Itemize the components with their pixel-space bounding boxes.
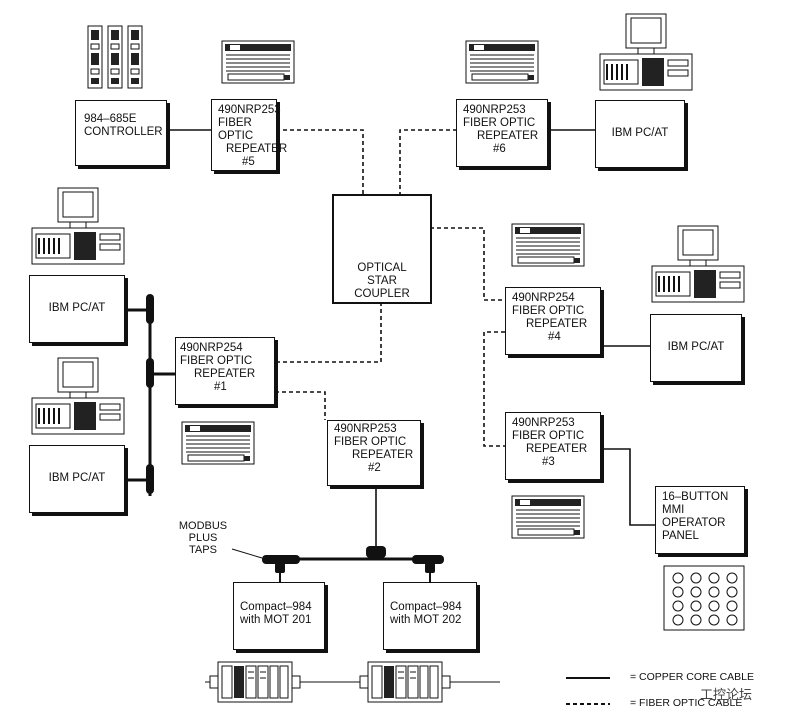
mmi-line-3: OPERATOR bbox=[662, 517, 726, 529]
controller-modules-icon bbox=[87, 25, 143, 89]
star-coupler-box: OPTICAL STAR COUPLER bbox=[332, 194, 432, 304]
pc-left-2-label: IBM PC/AT bbox=[48, 472, 106, 484]
mmi-line-4: PANEL bbox=[662, 530, 699, 542]
computer-icon bbox=[31, 187, 125, 265]
legend-copper-text: = COPPER CORE CABLE bbox=[630, 671, 754, 683]
repeater-3-box: 490NRP253 FIBER OPTIC REPEATER #3 bbox=[505, 412, 601, 480]
repeater-rack-icon bbox=[465, 40, 539, 84]
computer-icon bbox=[599, 13, 693, 91]
compact-202-line-2: with MOT 202 bbox=[390, 614, 462, 626]
left-bus bbox=[125, 296, 175, 496]
plc-rack-icon bbox=[359, 661, 451, 703]
legend-fiber-text: = FIBER OPTIC CABLE bbox=[630, 697, 743, 709]
computer-icon bbox=[31, 357, 125, 435]
pc-top-right-label: IBM PC/AT bbox=[611, 127, 669, 139]
repeater-5-line-2: FIBER OPTIC bbox=[218, 117, 254, 142]
repeater-rack-icon bbox=[221, 40, 295, 84]
pc-left-2-box: IBM PC/AT bbox=[29, 445, 125, 513]
controller-line-1: 984–685E bbox=[84, 113, 137, 125]
repeater-3-line-2: FIBER OPTIC bbox=[512, 430, 585, 442]
repeater-2-line-4: #2 bbox=[368, 462, 381, 474]
repeater-5-line-4: #5 bbox=[242, 156, 255, 168]
compact-201-line-1: Compact–984 bbox=[240, 601, 312, 613]
repeater-3-line-4: #3 bbox=[542, 456, 555, 468]
repeater-6-box: 490NRP253 FIBER OPTIC REPEATER #6 bbox=[456, 99, 548, 167]
keypad-icon bbox=[663, 565, 745, 631]
taps-line-3: TAPS bbox=[189, 544, 217, 556]
taps-line-2: PLUS bbox=[188, 532, 218, 544]
repeater-5-line-1: 490NRP253 bbox=[218, 104, 281, 116]
coupler-line-1: OPTICAL bbox=[357, 262, 407, 274]
repeater-3-line-3: REPEATER bbox=[526, 443, 588, 455]
compact-202-line-1: Compact–984 bbox=[390, 601, 462, 613]
taps-line-1: MODBUS bbox=[178, 520, 228, 532]
repeater-rack-icon bbox=[181, 421, 255, 465]
mmi-line-1: 16–BUTTON bbox=[662, 491, 729, 503]
pc-right-mid-box: IBM PC/AT bbox=[650, 314, 742, 382]
repeater-2-box: 490NRP253 FIBER OPTIC REPEATER #2 bbox=[327, 420, 421, 486]
pc-left-1-label: IBM PC/AT bbox=[48, 302, 106, 314]
modbus-bus bbox=[264, 548, 442, 582]
repeater-2-line-1: 490NRP253 bbox=[334, 423, 397, 435]
repeater-rack-icon bbox=[511, 223, 585, 267]
repeater-5-box: 490NRP253 FIBER OPTIC REPEATER #5 bbox=[211, 99, 288, 171]
pc-left-1-box: IBM PC/AT bbox=[29, 275, 125, 343]
repeater-4-line-4: #4 bbox=[548, 331, 561, 343]
repeater-4-box: 490NRP254 FIBER OPTIC REPEATER #4 bbox=[505, 287, 601, 355]
pc-right-mid-label: IBM PC/AT bbox=[667, 341, 725, 353]
controller-box: 984–685E CONTROLLER bbox=[75, 100, 167, 166]
mmi-panel-box: 16–BUTTON MMI OPERATOR PANEL bbox=[655, 486, 745, 554]
watermark-text: 工控论坛 bbox=[700, 687, 753, 702]
compact-984-202-box: Compact–984 with MOT 202 bbox=[383, 582, 477, 650]
mmi-line-2: MMI bbox=[662, 504, 685, 516]
repeater-6-line-2: FIBER OPTIC bbox=[463, 117, 536, 129]
compact-984-201-box: Compact–984 with MOT 201 bbox=[233, 582, 325, 650]
repeater-1-box: 490NRP254 FIBER OPTIC REPEATER #1 bbox=[175, 337, 275, 405]
repeater-4-line-2: FIBER OPTIC bbox=[512, 305, 585, 317]
controller-line-2: CONTROLLER bbox=[84, 126, 163, 138]
pc-top-right-box: IBM PC/AT bbox=[595, 100, 685, 168]
fiber-optic-links bbox=[275, 129, 505, 447]
repeater-6-line-4: #6 bbox=[493, 143, 506, 155]
repeater-4-line-3: REPEATER bbox=[526, 318, 588, 330]
plc-rack-icon bbox=[209, 661, 301, 703]
repeater-6-line-1: 490NRP253 bbox=[463, 104, 526, 116]
modbus-taps-label: MODBUS PLUS TAPS bbox=[176, 520, 230, 556]
repeater-3-line-1: 490NRP253 bbox=[512, 417, 575, 429]
repeater-1-line-4: #1 bbox=[214, 381, 227, 393]
repeater-2-line-3: REPEATER bbox=[352, 449, 414, 461]
repeater-6-line-3: REPEATER bbox=[477, 130, 539, 142]
repeater-5-line-3: REPEATER bbox=[226, 143, 288, 155]
modbus-taps bbox=[262, 546, 444, 573]
repeater-1-line-2: FIBER OPTIC bbox=[180, 355, 253, 367]
repeater-rack-icon bbox=[511, 495, 585, 539]
coupler-line-3: COUPLER bbox=[354, 288, 410, 300]
repeater-1-line-1: 490NRP254 bbox=[180, 342, 243, 354]
repeater-2-line-2: FIBER OPTIC bbox=[334, 436, 407, 448]
repeater-4-line-1: 490NRP254 bbox=[512, 292, 575, 304]
compact-201-line-2: with MOT 201 bbox=[240, 614, 312, 626]
coupler-line-2: STAR bbox=[367, 275, 397, 287]
left-taps bbox=[146, 294, 154, 494]
computer-icon bbox=[651, 225, 745, 303]
repeater-1-line-3: REPEATER bbox=[194, 368, 256, 380]
